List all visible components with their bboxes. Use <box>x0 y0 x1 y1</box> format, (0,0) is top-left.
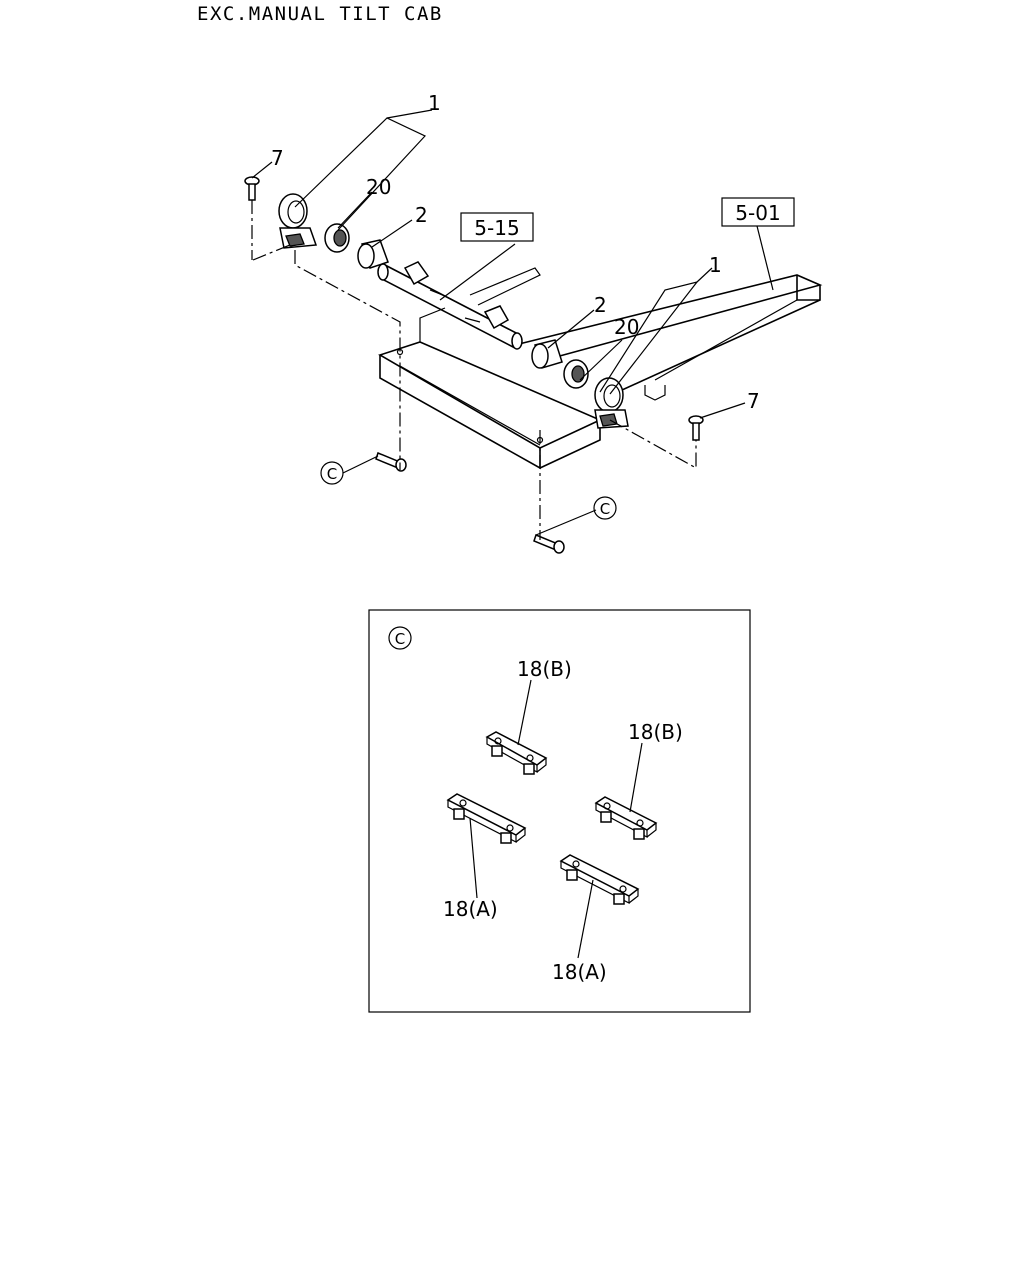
label-18a-left: 18(A) <box>443 897 498 921</box>
callout-20-left: 20 <box>366 175 391 199</box>
detail-marker-c-right: C <box>593 496 617 520</box>
bushing-right-2 <box>531 339 563 369</box>
lower-bolt-left <box>375 452 407 472</box>
callout-2-left: 2 <box>415 203 428 227</box>
callout-1-left: 1 <box>428 91 441 115</box>
nut-plate-18a-left <box>446 793 527 844</box>
bolt-7-left <box>244 176 260 201</box>
svg-text:C: C <box>395 630 405 648</box>
nut-plate-18b-right <box>594 796 658 840</box>
label-18a-bottom: 18(A) <box>552 960 607 984</box>
svg-text:C: C <box>327 465 337 483</box>
bushing-left-2 <box>357 239 389 269</box>
bolt-7-right <box>688 415 704 441</box>
label-18b-right: 18(B) <box>628 720 683 744</box>
nut-plate-18a-bottom <box>559 854 640 905</box>
svg-text:5-01: 5-01 <box>735 201 780 225</box>
ref-box-5-01: 5-01 <box>721 197 795 227</box>
callout-2-right: 2 <box>594 293 607 317</box>
callout-1-right: 1 <box>709 253 722 277</box>
nut-plate-18b-top <box>485 731 548 775</box>
ref-box-5-15: 5-15 <box>460 212 534 242</box>
callout-7-left: 7 <box>271 146 284 170</box>
bushing-left-20 <box>324 223 350 253</box>
callout-7-right: 7 <box>747 389 760 413</box>
bracket-left <box>278 193 318 249</box>
detail-c-marker: C <box>388 626 412 650</box>
svg-text:C: C <box>600 500 610 518</box>
page-title: EXC.MANUAL TILT CAB <box>197 3 443 25</box>
detail-marker-c-left: C <box>320 461 344 485</box>
tilt-shaft <box>377 261 523 350</box>
label-18b-top: 18(B) <box>517 657 572 681</box>
bushing-right-20 <box>563 359 589 389</box>
detail-c-panel: C <box>368 609 751 1013</box>
lower-bolt-right <box>533 534 565 554</box>
svg-text:5-15: 5-15 <box>474 216 519 240</box>
callout-20-right: 20 <box>614 315 639 339</box>
